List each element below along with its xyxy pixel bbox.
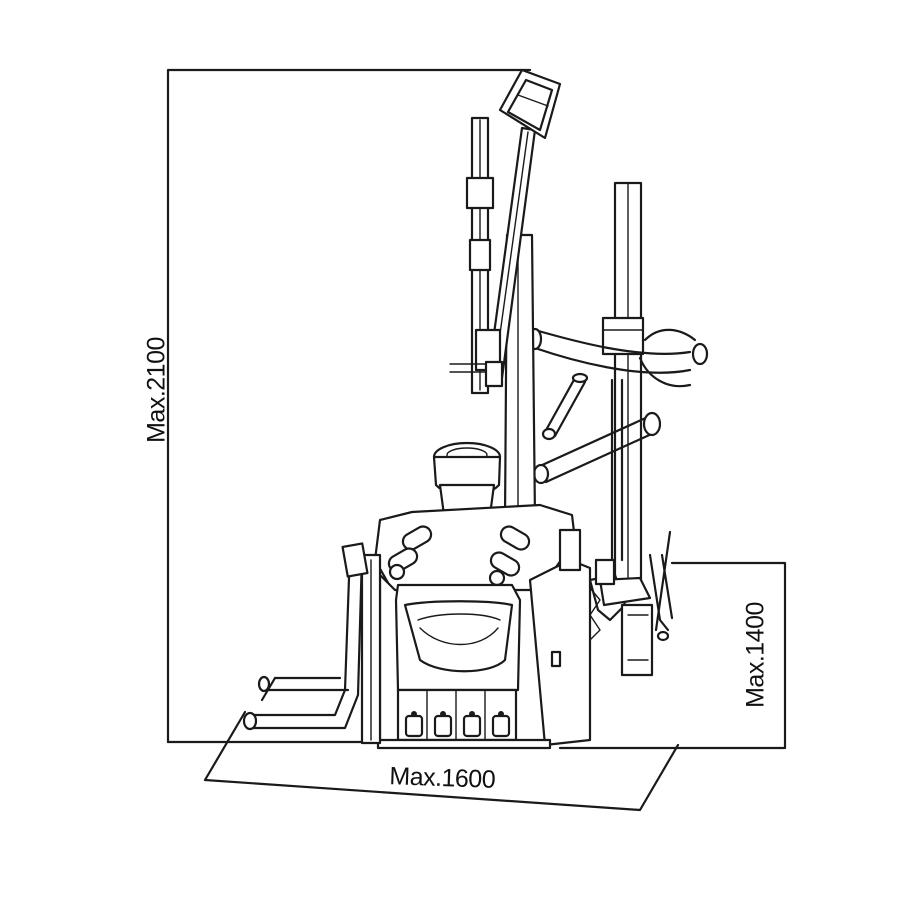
height-dimension-frame: [166, 68, 532, 744]
turntable-clamp-rollers: [387, 525, 531, 587]
foot-pedals: [404, 711, 511, 738]
width-dimension-label: Max.1600: [389, 762, 496, 794]
height-dimension-label: Max.2100: [143, 337, 171, 443]
depth-dimension-label: Max.1400: [742, 602, 770, 708]
depth-dimension-plane: [558, 561, 787, 750]
width-dimension-floor: [203, 710, 680, 812]
tire-changer-machine: [242, 68, 709, 750]
